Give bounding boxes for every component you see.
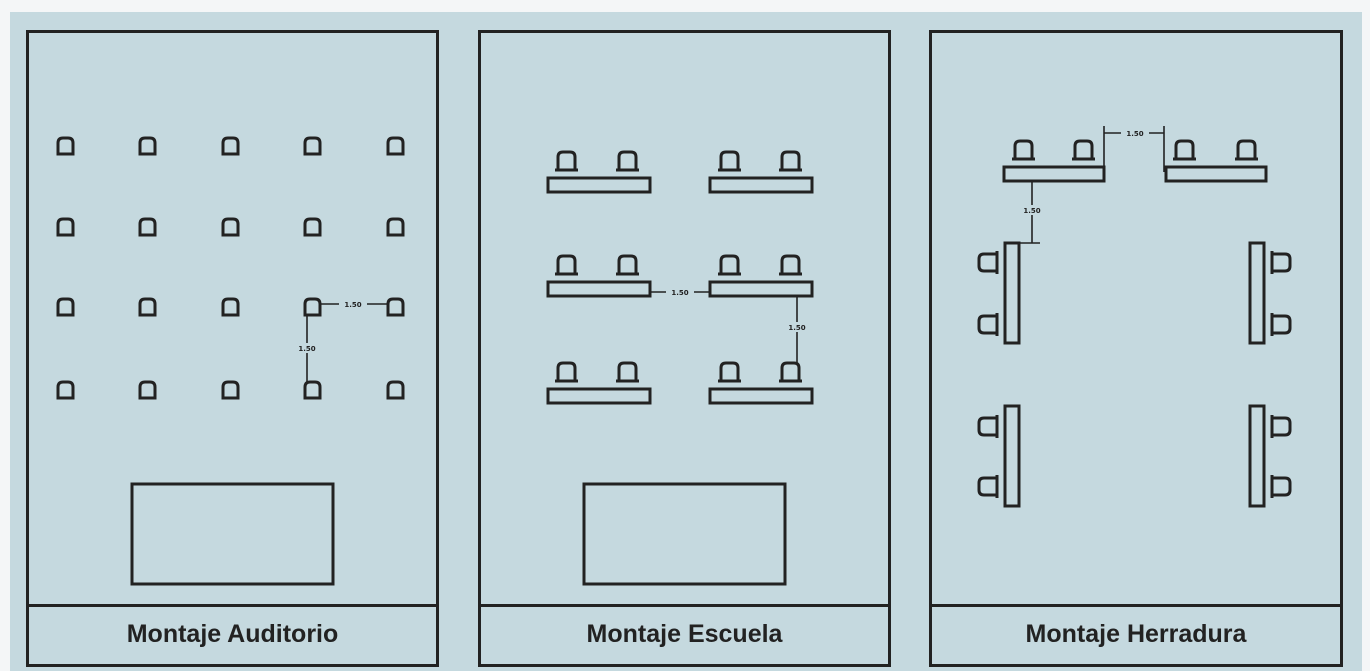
chair <box>977 476 997 497</box>
desk <box>708 387 814 405</box>
chair <box>1272 252 1292 273</box>
caption-escuela: Montaje Escuela <box>478 604 891 667</box>
dimension-label: 1.50 <box>1126 130 1143 138</box>
chair <box>617 150 638 170</box>
chair <box>1272 314 1292 335</box>
chair <box>719 361 740 381</box>
herradura-dimensions: 1.50 1.50 <box>1019 126 1165 244</box>
chair <box>386 217 405 237</box>
dimension-label: 1.50 <box>788 324 805 332</box>
chair <box>56 297 75 317</box>
table-top-right <box>1164 165 1268 183</box>
chair <box>1236 139 1257 159</box>
chair <box>56 380 75 400</box>
caption-auditorio-text: Montaje Auditorio <box>126 619 339 648</box>
chair <box>617 361 638 381</box>
caption-escuela-text: Montaje Escuela <box>586 619 783 648</box>
escuela-desks <box>546 150 814 405</box>
chair <box>1272 416 1292 437</box>
table-right-lower <box>1248 404 1266 508</box>
panel-escuela <box>478 30 891 607</box>
chair <box>138 136 157 156</box>
desk <box>546 280 652 298</box>
chair <box>138 217 157 237</box>
dimension-label: 1.50 <box>344 301 361 309</box>
chair <box>780 254 801 274</box>
caption-herradura: Montaje Herradura <box>929 604 1343 667</box>
chair <box>303 217 322 237</box>
table-right-upper <box>1248 241 1266 345</box>
table-left-lower <box>1003 404 1021 508</box>
chair <box>221 136 240 156</box>
chair <box>556 254 577 274</box>
chair <box>556 361 577 381</box>
chair <box>138 297 157 317</box>
dimension-label: 1.50 <box>298 345 315 353</box>
caption-herradura-text: Montaje Herradura <box>1025 619 1247 648</box>
chair <box>303 297 322 317</box>
panel-herradura <box>929 30 1343 607</box>
chair <box>1174 139 1195 159</box>
chair <box>56 136 75 156</box>
chair <box>1073 139 1094 159</box>
chair <box>303 380 322 400</box>
chair <box>386 380 405 400</box>
chair <box>719 150 740 170</box>
chair <box>977 416 997 437</box>
herradura-tables <box>977 139 1292 508</box>
table-left-upper <box>1003 241 1021 345</box>
auditorio-chairs <box>56 136 405 400</box>
diagram-canvas: Montaje Auditorio Montaje Escuela Montaj… <box>10 12 1362 671</box>
escuela-dimensions: 1.50 1.50 <box>650 287 807 363</box>
chair <box>977 252 997 273</box>
floor-plan-drawing: 1.50 1.50 <box>56 126 1292 586</box>
desk <box>708 176 814 194</box>
chair <box>780 361 801 381</box>
dimension-label: 1.50 <box>671 289 688 297</box>
desk <box>708 280 814 298</box>
chair <box>221 217 240 237</box>
chair <box>221 297 240 317</box>
chair <box>386 136 405 156</box>
front-table-escuela <box>582 482 787 586</box>
front-table-auditorio <box>130 482 335 586</box>
chair <box>977 314 997 335</box>
panel-auditorio <box>26 30 439 607</box>
desk <box>546 176 652 194</box>
dimension-label: 1.50 <box>1023 207 1040 215</box>
chair <box>780 150 801 170</box>
chair <box>1272 476 1292 497</box>
chair <box>386 297 405 317</box>
chair <box>221 380 240 400</box>
chair <box>138 380 157 400</box>
table-top-left <box>1002 165 1106 183</box>
auditorio-dimensions: 1.50 1.50 <box>298 299 388 382</box>
chair <box>719 254 740 274</box>
chair <box>617 254 638 274</box>
desk <box>546 387 652 405</box>
chair <box>556 150 577 170</box>
chair <box>56 217 75 237</box>
caption-auditorio: Montaje Auditorio <box>26 604 439 667</box>
chair <box>1013 139 1034 159</box>
chair <box>303 136 322 156</box>
